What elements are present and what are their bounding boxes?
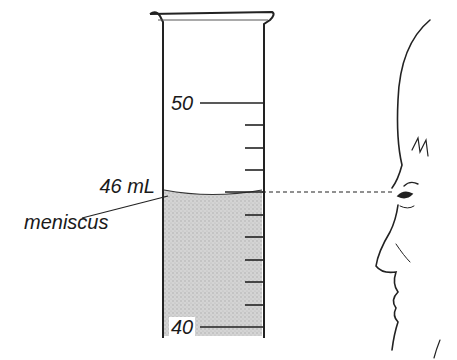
part-label: meniscus (22, 212, 110, 232)
cylinder-wall (150, 12, 274, 338)
liquid (164, 190, 262, 336)
scale-number: 40 (169, 317, 195, 337)
meniscus-curve (164, 190, 262, 195)
reading-label: 46 mL (97, 176, 157, 196)
face-profile (376, 20, 440, 358)
scale-number: 50 (169, 93, 195, 113)
cylinder-lip (158, 20, 268, 21)
graduation-marks (200, 103, 263, 327)
sight-line (262, 191, 395, 192)
